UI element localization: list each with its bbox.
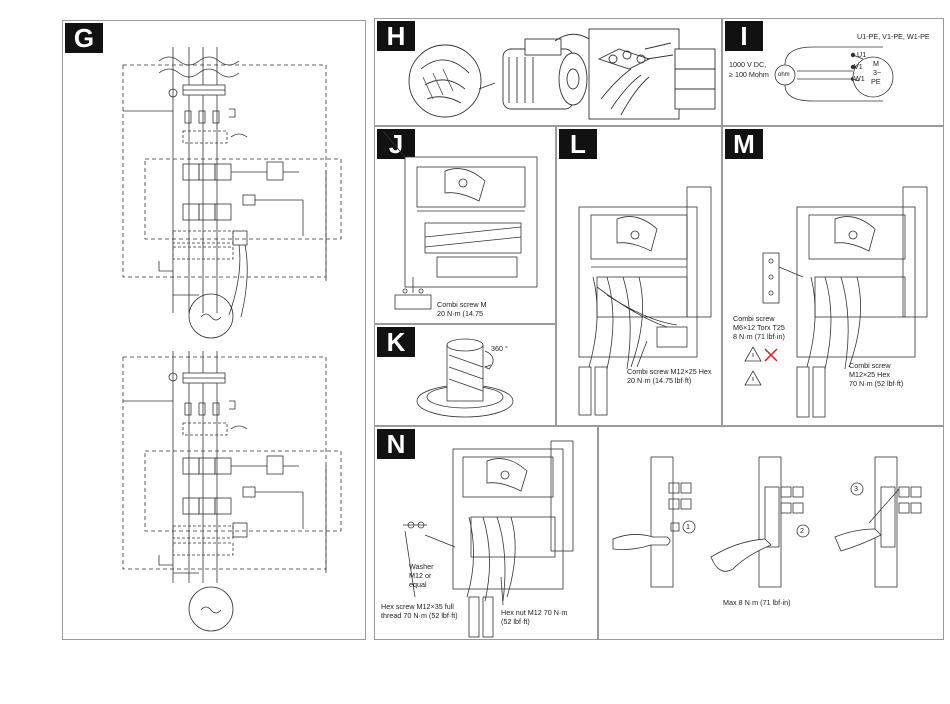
lower-wiring-schematic (122, 351, 342, 632)
j-screw-line2: 20 N·m (14.75 (437, 309, 483, 318)
drive-cabling-m (744, 186, 928, 418)
upper-wiring-schematic (122, 47, 342, 339)
drive-cabling-n (403, 440, 574, 638)
panel-i: I U1-PE, V1-PE, W1-PE 1000 V DC, ≥ 100 M… (722, 18, 944, 126)
step-1-number: 1 (686, 522, 690, 531)
n-hexscrew-line1: Hex screw M12×35 full (381, 602, 454, 611)
n-hexnut-line2: (52 lbf·ft) (501, 617, 530, 626)
panel-k: K 360 ° (374, 324, 556, 426)
panel-j-badge: J (377, 129, 415, 159)
panel-h: H (374, 18, 722, 126)
min-resistance-label: ≥ 100 Mohm (729, 70, 769, 79)
panel-j: J Combi screw M 20 N·m (14.75 (374, 126, 556, 324)
insulation-test-diagram (774, 46, 894, 102)
panel-g: G (62, 20, 366, 640)
motor-phase-label: 3~ (873, 68, 882, 77)
cable-gland-illustration (416, 338, 514, 418)
m-small-screw-line1: Combi screw (733, 314, 775, 323)
drive-frame-j (382, 130, 538, 310)
panel-l-badge: L (559, 129, 597, 159)
m-small-screw-line2: M6×12 Torx T25 (733, 323, 785, 332)
panel-i-badge: I (725, 21, 763, 51)
n-washer-line2: M12 or (409, 571, 432, 580)
panel-l: L Combi screw M12×25 Hex 20 N·m (14.75 l… (556, 126, 722, 426)
l-screw-line1: Combi screw M12×25 Hex (627, 367, 712, 376)
terminal-w1: W1 (854, 74, 865, 83)
ohmmeter-label: ohm (778, 72, 790, 78)
motor-m-label: M (873, 59, 879, 68)
cable-end-detail (408, 44, 482, 118)
m-big-screw-line1: Combi screw (849, 361, 891, 370)
n-washer-line3: equal (409, 580, 427, 589)
panel-g-badge: G (65, 23, 103, 53)
motor-cable-illustration (408, 28, 716, 120)
motor-body (502, 38, 588, 110)
panel-h-badge: H (377, 21, 415, 51)
panel-steps: 1 2 3 Max 8 N·m (71 lbf·in) (598, 426, 944, 640)
insulation-pairs-label: U1-PE, V1-PE, W1-PE (857, 32, 930, 41)
terminal-u1: U1 (857, 50, 867, 59)
l-screw-line2: 20 N·m (14.75 lbf·ft) (627, 376, 692, 385)
terminal-pe: PE (871, 77, 881, 86)
max-torque-label: Max 8 N·m (71 lbf·in) (723, 598, 791, 607)
step-2-number: 2 (800, 526, 804, 535)
panel-m: M Combi screw M6×12 Torx T25 8 N·m (71 l… (722, 126, 944, 426)
test-voltage-label: 1000 V DC, (729, 60, 767, 69)
warning-icons (744, 346, 778, 386)
drive-cabling-l (578, 186, 712, 416)
n-hexnut-line1: Hex nut M12 70 N·m (501, 608, 568, 617)
panel-n-badge: N (377, 429, 415, 459)
panel-k-badge: K (377, 327, 415, 357)
m-big-screw-line3: 70 N·m (52 lbf·ft) (849, 379, 904, 388)
terminal-box-detail (588, 28, 680, 120)
m-small-screw-line3: 8 N·m (71 lbf·in) (733, 332, 785, 341)
terminal-v1: V1 (854, 62, 863, 71)
panel-n: N Washer M12 or equal Hex screw M12×35 f… (374, 426, 598, 640)
mounting-steps-illustration (612, 456, 922, 588)
panel-m-badge: M (725, 129, 763, 159)
n-washer-line1: Washer (409, 562, 434, 571)
step-3-number: 3 (854, 484, 858, 493)
m-big-screw-line2: M12×25 Hex (849, 370, 890, 379)
rotation-label: 360 ° (491, 344, 508, 353)
wiring-diagram-g (122, 47, 342, 632)
j-screw-line1: Combi screw M (437, 300, 487, 309)
n-hexscrew-line2: thread 70 N·m (52 lbf·ft) (381, 611, 458, 620)
